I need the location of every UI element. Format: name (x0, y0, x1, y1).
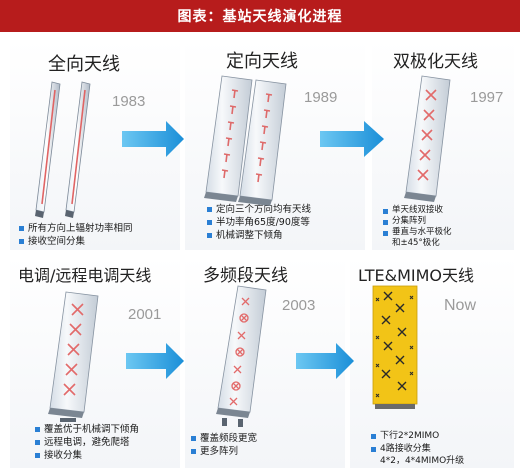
bullet-item: 远程电调，避免爬塔 (34, 436, 139, 449)
arrow-right-icon (126, 343, 184, 379)
bullets-multiband: 覆盖频段更宽 更多阵列 (190, 432, 257, 458)
bullet-item: 覆盖频段更宽 (190, 432, 257, 445)
panel-title-multiband: 多频段天线 (203, 266, 288, 286)
panel-title-omni: 全向天线 (48, 54, 120, 75)
bullet-item: 所有方向上辐射功率相同 (18, 222, 133, 235)
arrow-right-icon (320, 121, 384, 157)
arrow-right-icon (296, 343, 354, 379)
panel-title-directional: 定向天线 (226, 51, 298, 72)
year-omni: 1983 (112, 93, 146, 110)
panel-title-electrical-tilt: 电调/远程电调天线 (18, 266, 152, 285)
bullet-item: 分集阵列 (382, 216, 452, 227)
antenna-icon (204, 75, 253, 202)
antenna-icon (238, 79, 287, 206)
bullet-item: 半功率角65度/90度等 (206, 216, 311, 229)
antenna-icon (216, 285, 267, 427)
bullet-item: 接收分集 (34, 449, 139, 462)
year-lte-mimo: Now (444, 297, 477, 314)
year-directional: 1989 (304, 89, 338, 106)
bullet-item: 更多阵列 (190, 445, 257, 458)
bullet-item: 4路接收分集 (370, 443, 464, 456)
year-dual-polarized: 1997 (470, 89, 504, 106)
bullet-item: 垂直与水平极化 (382, 227, 452, 238)
antenna-icon (372, 285, 418, 409)
antenna-icon (35, 81, 61, 218)
bullets-omni: 所有方向上辐射功率相同 接收空间分集 (18, 222, 133, 248)
panel-dual-polarized (372, 40, 514, 250)
panel-title-dual-polarized: 双极化天线 (393, 52, 478, 72)
bullets-directional: 定向三个方向均有天线 半功率角65度/90度等 机械调整下倾角 (206, 203, 311, 242)
bullet-item: 单天线双接收 (382, 205, 452, 216)
bullet-item: 下行2*2MIMO (370, 430, 464, 443)
bullets-dual-polarized: 单天线双接收 分集阵列 垂直与水平极化 和±45°极化 (382, 205, 452, 249)
bullet-item: 接收空间分集 (18, 235, 133, 248)
antenna-icon (404, 75, 451, 202)
year-multiband: 2003 (282, 297, 316, 314)
bullet-item: 机械调整下倾角 (206, 229, 311, 242)
bullet-item: 和±45°极化 (392, 238, 440, 248)
bullet-item: 覆盖优于机械调下倾角 (34, 423, 139, 436)
bullets-lte-mimo: 下行2*2MIMO 4路接收分集 4*2，4*4MIMO升级 (370, 430, 464, 468)
arrow-right-icon (122, 121, 184, 157)
year-electrical-tilt: 2001 (128, 306, 162, 323)
bullet-item: 定向三个方向均有天线 (206, 203, 311, 216)
bullets-electrical-tilt: 覆盖优于机械调下倾角 远程电调，避免爬塔 接收分集 (34, 423, 139, 462)
antenna-icon (65, 81, 91, 218)
panel-title-lte-mimo: LTE&MIMO天线 (358, 266, 474, 285)
bullet-item: 4*2，4*4MIMO升级 (380, 456, 465, 466)
figure-title-banner: 图表：基站天线演化进程 (0, 0, 520, 32)
figure-title: 图表：基站天线演化进程 (177, 9, 343, 25)
antenna-icon (48, 291, 99, 422)
